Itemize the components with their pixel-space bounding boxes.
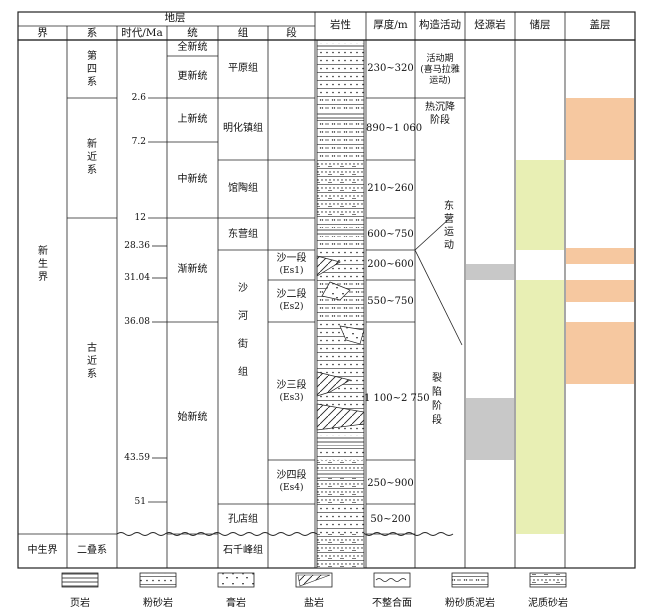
thickness-value: 50~200: [370, 514, 411, 525]
legend: [61, 572, 567, 588]
header-series: 统: [187, 27, 198, 39]
series-eocene: 始新统: [177, 412, 208, 423]
header-tectonics: 构造活动: [419, 19, 461, 31]
source-rock-band: [466, 264, 514, 280]
member-es4: 沙四段: [276, 470, 307, 481]
erathem-cenozoic: 新生界: [38, 246, 48, 283]
cap-rock-band: [566, 322, 634, 384]
legend-swatch-shale: [61, 572, 99, 588]
legend-label-gypsum: 膏岩: [226, 598, 246, 609]
reservoir-band: [516, 280, 564, 534]
formation-dongying: 东营组: [228, 229, 258, 240]
legend-label-salt: 盐岩: [304, 598, 324, 609]
cap-rock-band: [566, 248, 634, 264]
formation-kongdian: 孔店组: [228, 514, 258, 525]
thickness-value: 600~750: [367, 229, 414, 240]
system-triassic: 二叠系: [77, 545, 107, 556]
tectonic-lines: [414, 217, 463, 346]
legend-swatch-muddy-sandstone: [529, 572, 567, 588]
age-label: 12: [134, 213, 146, 223]
erathem-mesozoic: 中生界: [27, 545, 58, 556]
header-reservoir: 储层: [529, 19, 551, 31]
member-es1: 沙一段: [276, 253, 307, 264]
legend-label-shale: 页岩: [70, 598, 90, 609]
unconformity-line: [116, 532, 454, 536]
legend-label-muddy-sandstone: 泥质砂岩: [528, 598, 568, 609]
tectonic-dongying-movement: 东营运动: [444, 201, 454, 251]
thickness-value: 550~750: [367, 296, 414, 307]
thickness-value: 1 100~2 750: [364, 393, 430, 404]
tectonic-rift-stage: 裂陷阶段: [432, 373, 442, 426]
formation-pingyuan: 平原组: [228, 63, 258, 74]
series-oligocene: 渐新统: [177, 264, 208, 275]
series-holocene: 全新统: [177, 42, 208, 53]
age-label: 2.6: [131, 93, 146, 103]
source-rock-band: [466, 398, 514, 460]
legend-swatch-unconformity: [373, 572, 411, 588]
header-cap-rock: 盖层: [589, 19, 611, 31]
legend-label-siltstone: 粉砂岩: [143, 598, 173, 609]
formation-shahejie: 沙河街组: [238, 283, 248, 378]
header-system: 系: [86, 27, 98, 39]
age-label: 31.04: [124, 273, 150, 283]
header-thickness: 厚度/m: [373, 19, 408, 31]
system-quaternary: 第四系: [87, 51, 97, 88]
tectonic-thermal-subsidence: 热沉降: [425, 102, 455, 113]
age-label: 51: [134, 497, 146, 507]
member-es2-code: (Es2): [279, 302, 304, 312]
tectonic-thermal-subsidence: 阶段: [430, 115, 450, 126]
series-pleistocene: 更新统: [177, 71, 208, 82]
header-formation: 组: [237, 27, 249, 39]
legend-swatch-silty-mudstone: [451, 572, 489, 588]
system-neogene: 新近系: [87, 139, 97, 176]
member-es3-code: (Es3): [279, 393, 304, 403]
header-lithology: 岩性: [330, 19, 351, 31]
thickness-value: 890~1 060: [366, 123, 423, 134]
age-label: 43.59: [124, 453, 150, 463]
member-es2: 沙二段: [276, 289, 307, 300]
formation-guantao: 馆陶组: [228, 183, 258, 194]
reservoir-band: [516, 160, 564, 250]
frame: [17, 12, 636, 569]
series-miocene: 中新统: [177, 174, 208, 185]
legend-swatch-siltstone: [139, 572, 177, 588]
series-pliocene: 上新统: [177, 114, 208, 125]
lithology-column: [316, 39, 365, 569]
legend-swatch-gypsum: [217, 572, 255, 588]
thickness-value: 210~260: [367, 183, 414, 194]
cap-rock-band: [566, 280, 634, 302]
thickness-value: 200~600: [367, 259, 414, 270]
formation-shiqianfeng: 石千峰组: [223, 545, 263, 556]
member-es3: 沙三段: [276, 380, 307, 391]
system-paleogene: 古近系: [87, 343, 97, 380]
age-label: 7.2: [131, 137, 146, 147]
tectonic-active-period: 活动期: [426, 54, 454, 64]
age-label: 36.08: [124, 317, 150, 327]
formation-minghuazhen: 明化镇组: [223, 123, 263, 134]
legend-label-unconformity: 不整合面: [372, 598, 412, 609]
thickness-value: 250~900: [367, 478, 414, 489]
cap-rock-band: [566, 98, 634, 160]
age-ticks: [148, 97, 167, 503]
thickness-value: 230~320: [367, 63, 414, 74]
member-es4-code: (Es4): [279, 483, 304, 493]
legend-label-silty-mudstone: 粉砂质泥岩: [445, 598, 495, 609]
member-es1-code: (Es1): [279, 266, 304, 276]
header-age: 时代/Ma: [121, 27, 163, 39]
header-strata: 地层: [164, 12, 186, 24]
age-label: 28.36: [124, 241, 150, 251]
tectonic-active-period: 运动): [429, 76, 451, 86]
header-erathem: 界: [37, 27, 48, 39]
header-member: 段: [286, 27, 297, 39]
tectonic-active-period: (喜马拉雅: [420, 65, 460, 75]
play-elements: [466, 98, 634, 534]
header-source-rock: 烃源岩: [474, 19, 506, 31]
